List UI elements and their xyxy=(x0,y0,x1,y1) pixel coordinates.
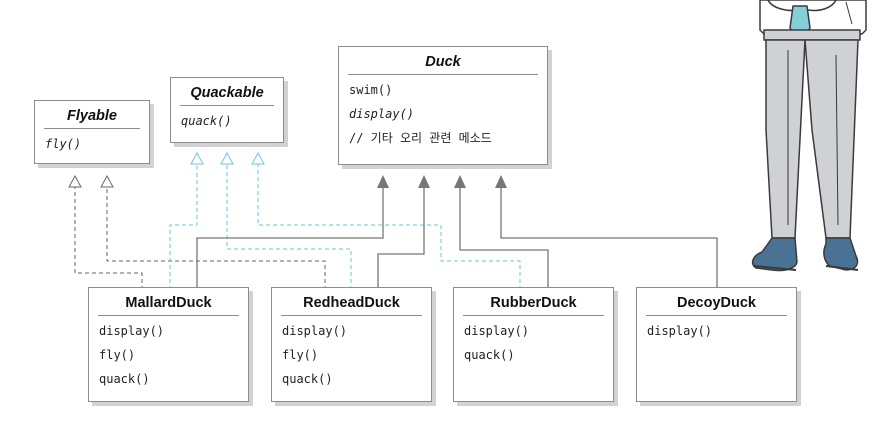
quackable-realization-arrowhead-1 xyxy=(190,151,204,165)
decoyduck-class-box: DecoyDuck display() xyxy=(636,287,797,402)
mallardduck-method-display: display() xyxy=(99,324,165,338)
flyable-method: fly() xyxy=(45,137,82,151)
decoyduck-method-list: display() xyxy=(637,316,796,346)
duck-inheritance-arrowhead-4 xyxy=(495,175,507,188)
rubberduck-method-display: display() xyxy=(464,324,530,338)
redheadduck-divider xyxy=(281,315,422,316)
arm-right xyxy=(807,0,837,12)
rubber-to-duck-line xyxy=(459,186,549,290)
rubberduck-class-box: RubberDuck display() quack() xyxy=(453,287,614,402)
flyable-realization-arrowhead-2 xyxy=(100,174,114,188)
shoe-left xyxy=(751,237,798,272)
redheadduck-method-quack: quack() xyxy=(282,372,333,386)
shirt-shape xyxy=(759,0,867,35)
redheadduck-title: RedheadDuck xyxy=(303,295,400,311)
duck-divider xyxy=(348,74,538,75)
quackable-method: quack() xyxy=(181,114,232,128)
duck-method-swim: swim() xyxy=(349,83,393,97)
pants-right-leg xyxy=(804,39,859,239)
quackable-title: Quackable xyxy=(190,85,264,101)
duck-inheritance-arrowhead-1 xyxy=(377,175,389,188)
decoy-to-duck-line xyxy=(500,186,718,290)
redhead-to-duck-line xyxy=(377,186,425,290)
redheadduck-method-display: display() xyxy=(282,324,348,338)
redhead-to-flyable-line xyxy=(106,183,326,290)
duck-inheritance-arrowhead-3 xyxy=(454,175,466,188)
shoe-right xyxy=(823,237,859,271)
quackable-divider xyxy=(180,105,274,106)
mallardduck-title: MallardDuck xyxy=(125,295,212,311)
duck-method-list: swim() display() // 기타 오리 관련 메소드 xyxy=(339,75,547,153)
duck-method-comment: // 기타 오리 관련 메소드 xyxy=(349,131,492,145)
redheadduck-method-fly: fly() xyxy=(282,348,319,362)
rubberduck-divider xyxy=(463,315,604,316)
rubber-to-quackable-line xyxy=(257,160,521,290)
mallard-to-quackable-line xyxy=(169,160,198,290)
mallardduck-class-box: MallardDuck display() fly() quack() xyxy=(88,287,249,402)
mallardduck-method-fly: fly() xyxy=(99,348,136,362)
mallardduck-method-list: display() fly() quack() xyxy=(89,316,248,394)
mallard-to-duck-line xyxy=(196,186,384,290)
sole-left xyxy=(753,265,797,271)
flyable-title: Flyable xyxy=(67,108,117,124)
duck-method-display: display() xyxy=(349,107,415,121)
rubberduck-method-list: display() quack() xyxy=(454,316,613,370)
flyable-method-list: fly() xyxy=(35,129,149,159)
rubberduck-title: RubberDuck xyxy=(490,295,577,311)
duck-class-box: Duck swim() display() // 기타 오리 관련 메소드 xyxy=(338,46,548,165)
flyable-interface-box: Flyable fly() xyxy=(34,100,150,164)
belt-shape xyxy=(763,29,861,41)
redheadduck-method-list: display() fly() quack() xyxy=(272,316,431,394)
quackable-realization-arrowhead-2 xyxy=(220,151,234,165)
mallard-to-flyable-line xyxy=(74,183,143,290)
presenter-illustration xyxy=(751,0,867,272)
shirt-fold xyxy=(845,1,853,25)
quackable-method-list: quack() xyxy=(171,106,283,136)
flyable-realization-arrowhead-1 xyxy=(68,174,82,188)
duck-inheritance-arrowhead-2 xyxy=(418,175,430,188)
pants-crease-right xyxy=(835,54,839,226)
mallardduck-method-quack: quack() xyxy=(99,372,150,386)
duck-title: Duck xyxy=(425,54,461,70)
quackable-realization-arrowhead-3 xyxy=(251,151,265,165)
mallardduck-divider xyxy=(98,315,239,316)
flyable-divider xyxy=(44,128,140,129)
pants-left-leg xyxy=(765,39,806,239)
decoyduck-method-display: display() xyxy=(647,324,713,338)
sole-right xyxy=(825,265,859,271)
rubberduck-method-quack: quack() xyxy=(464,348,515,362)
quackable-interface-box: Quackable quack() xyxy=(170,77,284,143)
decoyduck-divider xyxy=(646,315,787,316)
redheadduck-class-box: RedheadDuck display() fly() quack() xyxy=(271,287,432,402)
decoyduck-title: DecoyDuck xyxy=(677,295,756,311)
